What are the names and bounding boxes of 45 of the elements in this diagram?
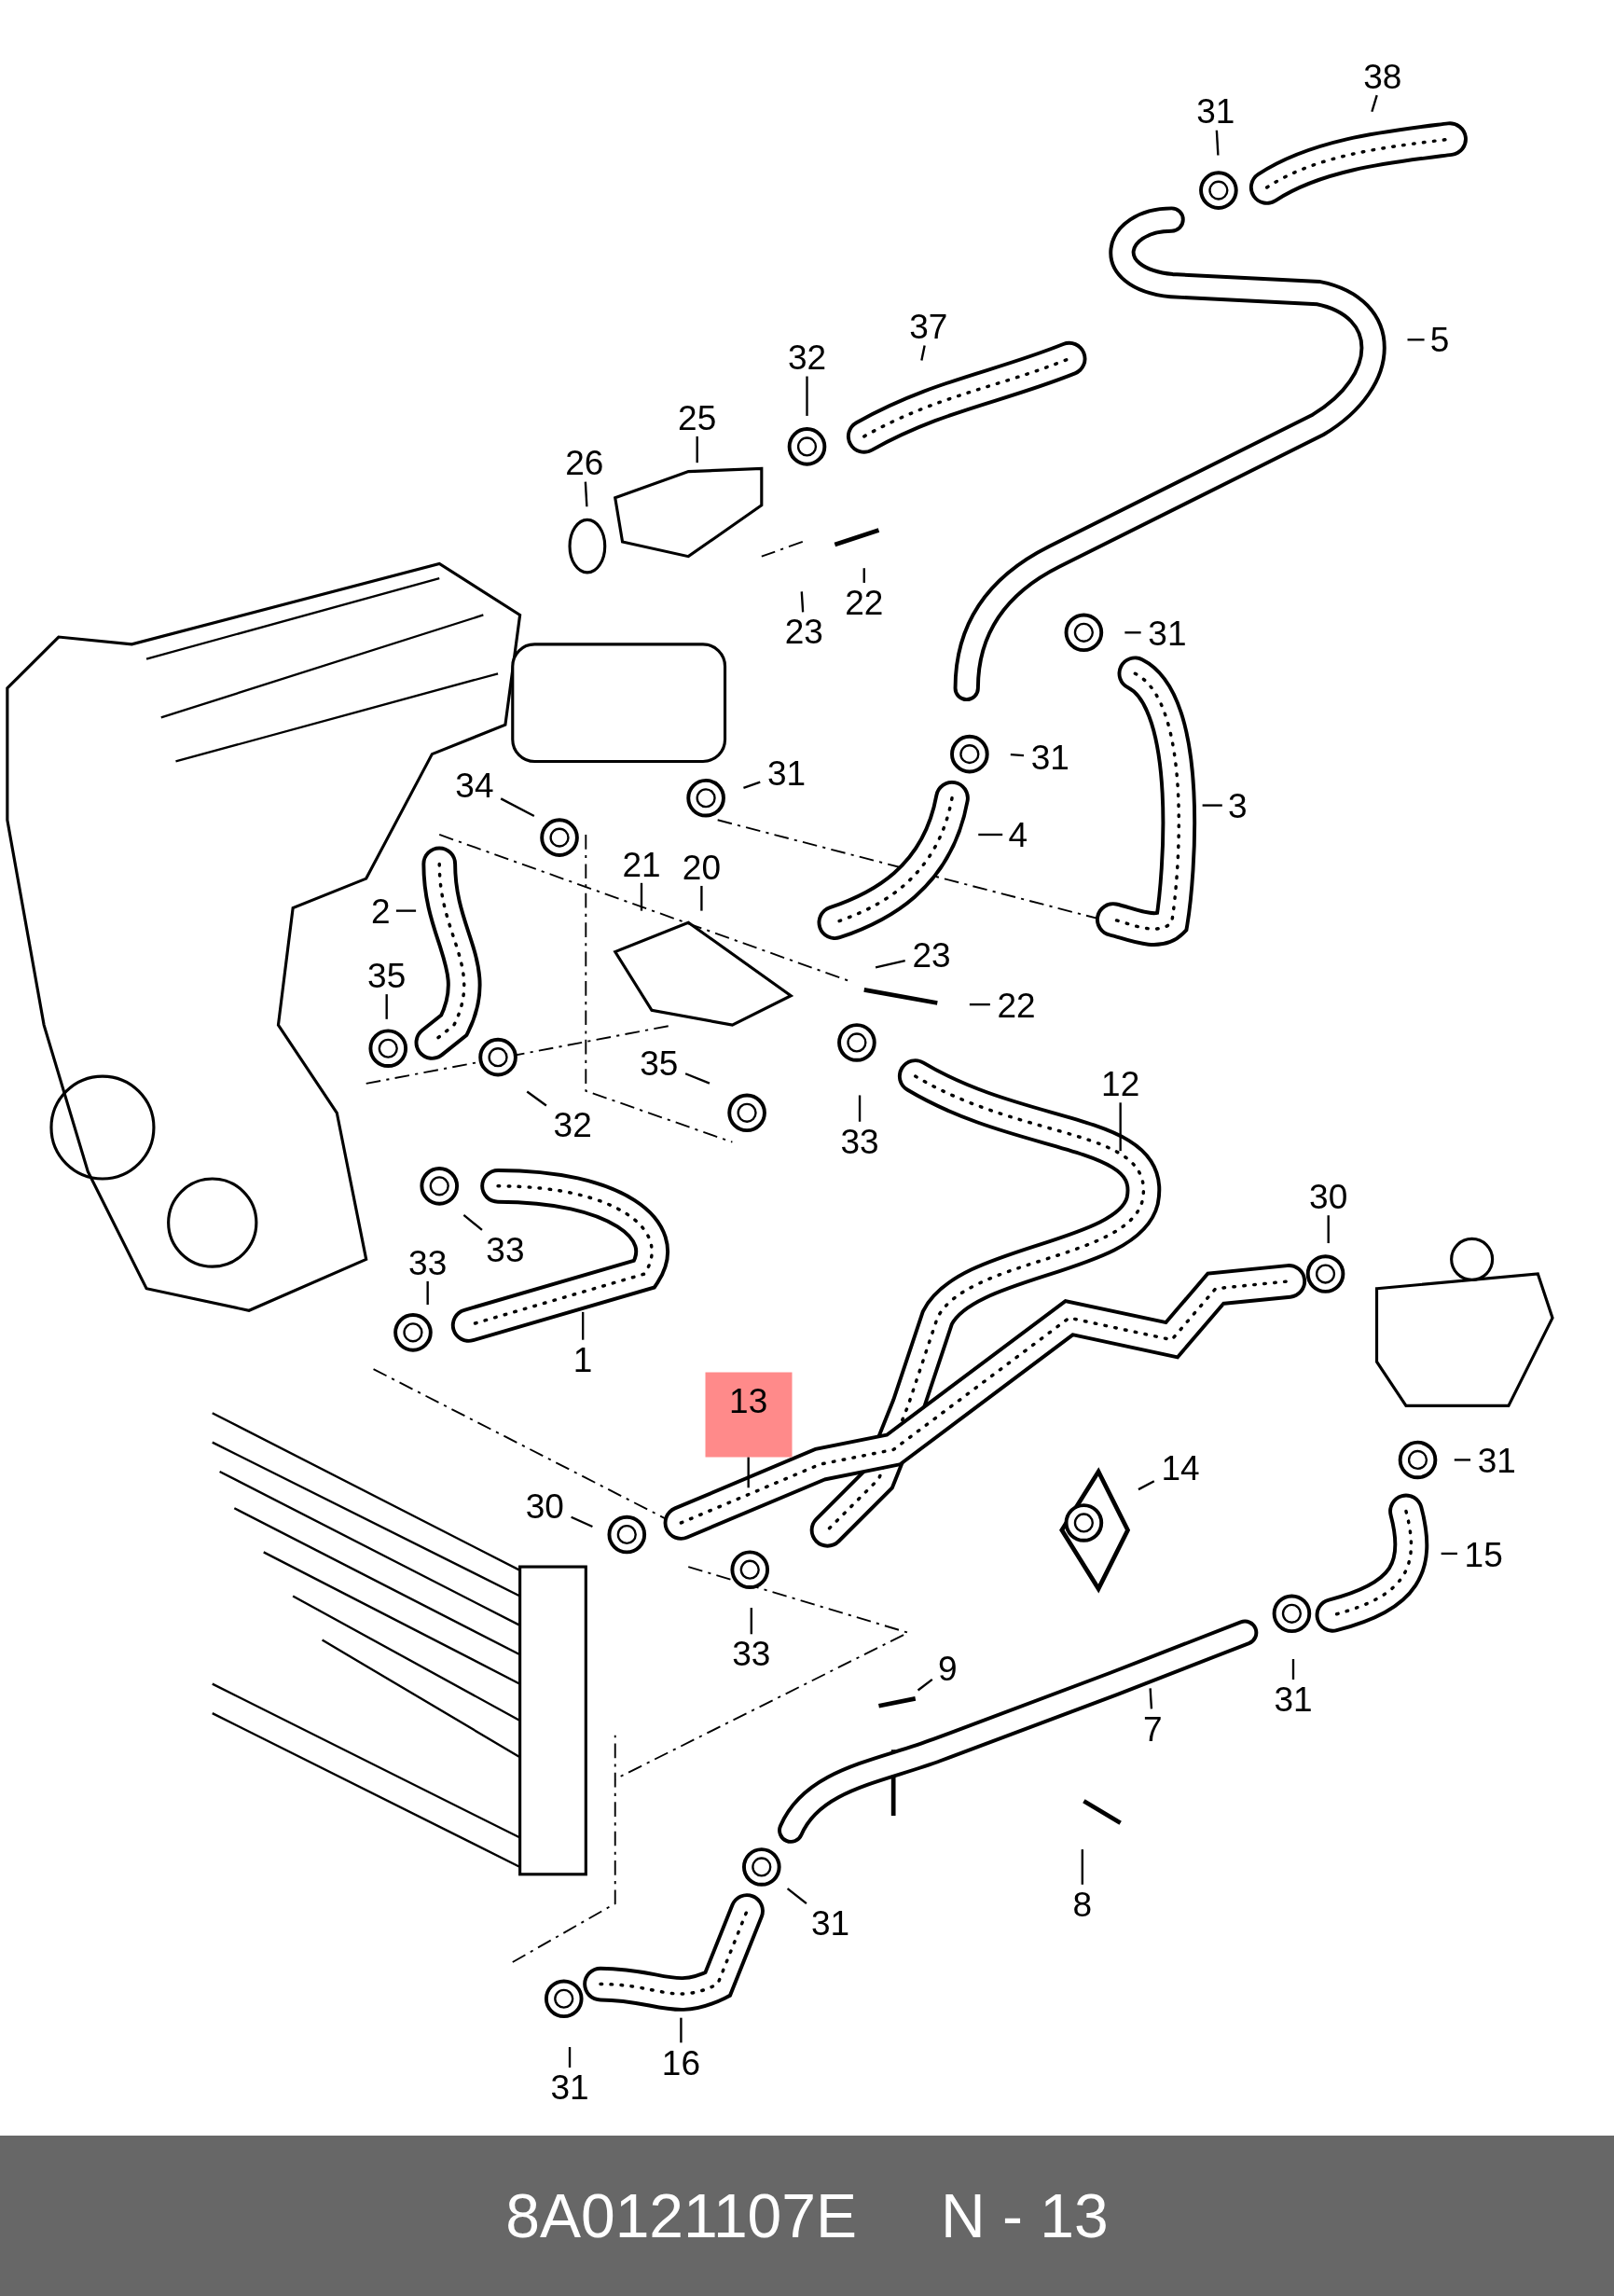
leader-line [806,376,808,416]
leader-line [526,1090,547,1107]
footer-text: 8A0121107E [505,2179,858,2252]
footer-text: N - 13 [941,2179,1109,2252]
leader-line [582,1311,585,1340]
leader-line [978,833,1003,837]
leader-line [786,1888,807,1905]
leader-line [747,1457,750,1488]
leader-line [1124,631,1141,634]
leader-line [1081,1849,1083,1885]
leader-line [858,1095,862,1122]
leader-line [385,994,388,1019]
leader-line [875,960,905,969]
leader-line [684,1072,710,1085]
leader-line [426,1280,429,1305]
leader-line [571,1515,593,1528]
leader-line [680,2017,683,2043]
leader-line [696,436,698,463]
leader-line [640,882,643,911]
leader-line [1149,1688,1153,1709]
leader-line [920,345,926,361]
leader-line [1291,1659,1295,1680]
leader-line [969,1003,990,1006]
leader-line [462,1214,483,1231]
leader-line [743,781,761,789]
leader-line [1138,1480,1155,1491]
leader-line [1119,1102,1122,1152]
leader-line [1010,754,1025,757]
leader-line [568,2047,572,2068]
leader-line [1454,1459,1471,1461]
leader-line [750,1608,752,1635]
callout-number: 13 [705,1372,793,1458]
leader-line [395,909,417,912]
leader-line [862,568,865,583]
leader-line [1327,1215,1330,1244]
leader-line [1371,94,1378,113]
leader-line [1441,1552,1457,1556]
leader-line [800,591,805,613]
leader-line [1202,804,1222,807]
leader-line [700,885,703,911]
leader-line [1407,339,1425,341]
leader-line [500,797,535,817]
leader-line [584,481,588,507]
leader-line [1215,130,1220,156]
leader-line [917,1679,933,1692]
